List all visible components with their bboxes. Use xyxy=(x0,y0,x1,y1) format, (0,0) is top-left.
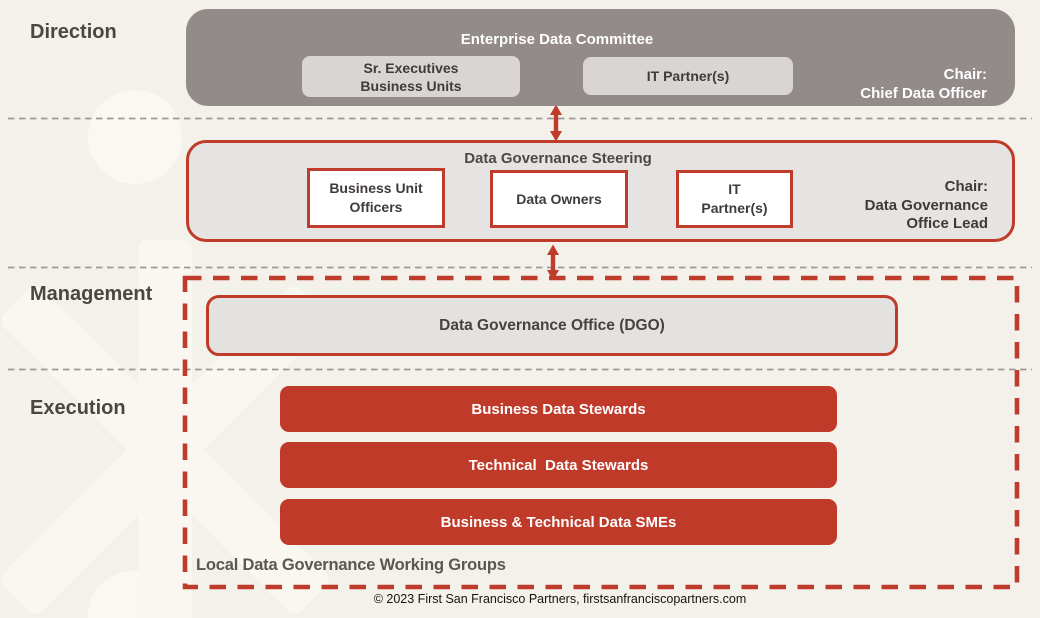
flow-arrow-top xyxy=(550,104,562,142)
watermark-circle-top xyxy=(88,90,182,184)
data-owners-box: Data Owners xyxy=(490,170,628,228)
business-unit-officers-line1: Business Unit xyxy=(329,180,423,196)
steering-chair-name-line1: Data Governance xyxy=(864,196,988,214)
section-label-management: Management xyxy=(30,283,153,305)
enterprise-data-committee-box: Enterprise Data Committee Sr. Executives… xyxy=(186,9,1015,106)
section-label-direction: Direction xyxy=(30,21,117,43)
data-owners-label: Data Owners xyxy=(516,190,602,207)
business-data-stewards-bar: Business Data Stewards xyxy=(280,386,837,432)
steering-it-partners-box: IT Partner(s) xyxy=(676,170,793,228)
business-unit-officers-line2: Officers xyxy=(349,199,403,215)
technical-data-stewards-bar: Technical Data Stewards xyxy=(280,442,837,488)
section-label-execution: Execution xyxy=(30,397,126,419)
steering-title: Data Governance Steering xyxy=(464,150,652,167)
steering-chair: Chair: Data Governance Office Lead xyxy=(865,178,988,234)
business-unit-officers-box: Business Unit Officers xyxy=(307,168,445,228)
sr-executives-line2: Business Units xyxy=(360,77,462,94)
committee-title: Enterprise Data Committee xyxy=(460,31,654,48)
flow-arrow-middle xyxy=(547,244,559,281)
committee-chair-label: Chair: xyxy=(943,66,987,83)
committee-chair-name: Chief Data Officer xyxy=(860,84,987,102)
dgo-label: Data Governance Office (DGO) xyxy=(439,316,665,334)
working-groups-label: Local Data Governance Working Groups xyxy=(196,556,506,574)
data-governance-office-box: Data Governance Office (DGO) xyxy=(206,295,898,356)
steering-chair-label: Chair: xyxy=(944,178,988,195)
data-governance-steering-box: Data Governance Steering Business Unit O… xyxy=(186,140,1015,242)
sr-executives-chip: Sr. Executives Business Units xyxy=(302,56,520,97)
steering-it-partners-line1: IT xyxy=(728,181,741,197)
business-technical-smes-label: Business & Technical Data SMEs xyxy=(440,513,677,531)
steering-it-partners-line2: Partner(s) xyxy=(701,200,768,216)
committee-chair: Chair: Chief Data Officer xyxy=(860,66,987,103)
it-partners-chip: IT Partner(s) xyxy=(583,57,793,95)
working-groups-dashed-border xyxy=(182,275,1020,590)
it-partners-chip-label: IT Partner(s) xyxy=(646,68,730,84)
steering-chair-name-line2: Office Lead xyxy=(906,215,988,232)
business-technical-smes-bar: Business & Technical Data SMEs xyxy=(280,499,837,545)
copyright-footer: © 2023 First San Francisco Partners, fir… xyxy=(373,592,747,606)
business-data-stewards-label: Business Data Stewards xyxy=(471,400,646,418)
technical-data-stewards-label: Technical Data Stewards xyxy=(468,456,649,474)
sr-executives-line1: Sr. Executives xyxy=(363,59,459,76)
